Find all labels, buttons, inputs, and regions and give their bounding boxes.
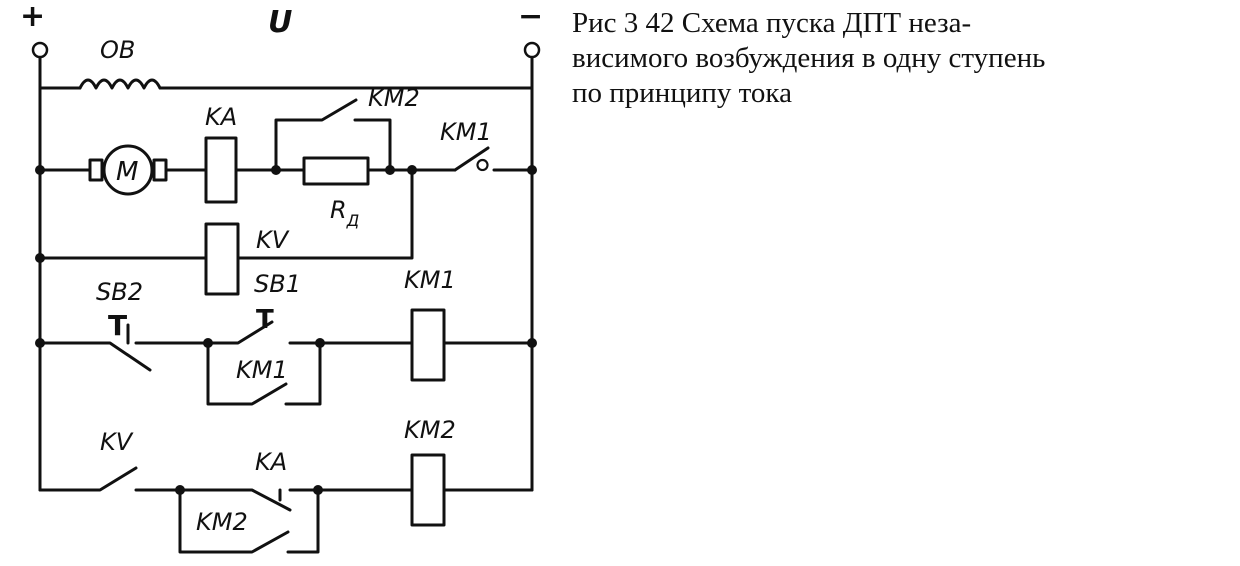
km2-control-row: KV KA KM2 KM2 bbox=[38, 416, 534, 554]
plus-terminal bbox=[31, 41, 49, 59]
minus-terminal bbox=[523, 41, 541, 59]
caption-line-1: Рис 3 42 Схема пуска ДПТ неза- bbox=[572, 7, 972, 39]
sb2-stop-contact bbox=[38, 341, 152, 372]
km1-control-row: T SB2 T SB1 KM1 KM1 bbox=[35, 266, 537, 406]
resistor-label: RД bbox=[330, 196, 359, 230]
voltage-relay-coil bbox=[204, 222, 240, 296]
current-relay-label: KA bbox=[205, 103, 237, 131]
motor-symbol bbox=[102, 144, 154, 196]
voltage-relay-row: KV bbox=[35, 168, 414, 296]
caption-line-2: висимого возбуждения в одну ступень bbox=[572, 42, 1046, 74]
km1-coil bbox=[410, 308, 446, 382]
minus-sign: − bbox=[518, 0, 543, 34]
voltage-relay-label: KV bbox=[256, 226, 290, 254]
caption-line-3: по принципу тока bbox=[572, 77, 792, 109]
km1-main-label: KM1 bbox=[440, 118, 492, 146]
figure-caption: Рис 3 42 Схема пуска ДПТ неза- висимого … bbox=[572, 6, 1222, 111]
supply-rails: + − U bbox=[20, 0, 543, 492]
km2-coil bbox=[410, 453, 446, 527]
km1-main-contact bbox=[453, 146, 490, 172]
ka-contact-label: KA bbox=[255, 448, 287, 476]
voltage-label: U bbox=[268, 5, 292, 40]
sb1-start-contact bbox=[206, 320, 274, 345]
km2-seal-label: KM2 bbox=[196, 508, 248, 536]
sb2-label: SB2 bbox=[96, 278, 143, 306]
sb1-button-icon: T bbox=[256, 305, 274, 335]
resistor bbox=[302, 156, 370, 186]
kv-contact bbox=[38, 466, 138, 492]
field-winding-row: ОВ bbox=[38, 36, 534, 90]
current-relay-coil bbox=[204, 136, 238, 204]
sb2-button-icon: T bbox=[108, 309, 127, 342]
sb1-label: SB1 bbox=[254, 270, 301, 298]
km1-coil-label: KM1 bbox=[404, 266, 456, 294]
armature-row: M KA RД KM2 KM1 bbox=[35, 84, 537, 230]
km2-coil-label: KM2 bbox=[404, 416, 456, 444]
ka-contact bbox=[178, 488, 292, 512]
field-winding-label: ОВ bbox=[100, 36, 135, 64]
plus-sign: + bbox=[20, 0, 45, 34]
kv-contact-label: KV bbox=[100, 428, 134, 456]
km1-seal-label: KM1 bbox=[236, 356, 288, 384]
field-winding-coil bbox=[78, 78, 162, 90]
km2-bypass-label: KM2 bbox=[368, 84, 420, 112]
motor-label: M bbox=[116, 157, 138, 187]
